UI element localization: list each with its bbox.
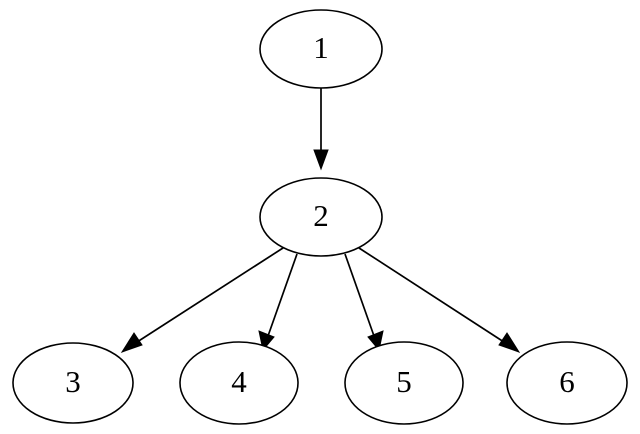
edge-2-to-6-line: [358, 247, 508, 345]
node-5-label: 5: [396, 364, 412, 399]
node-4-ellipse: [179, 341, 299, 425]
edge-2-to-3-line: [133, 247, 284, 345]
node-1[interactable]: 1: [259, 9, 383, 89]
edge-2-to-5-line: [344, 253, 375, 337]
edge-2-to-6[interactable]: [358, 247, 521, 353]
node-4-label: 4: [231, 364, 247, 399]
edge-2-to-3[interactable]: [120, 247, 284, 353]
node-5[interactable]: 5: [344, 341, 464, 425]
node-4[interactable]: 4: [179, 341, 299, 425]
node-6-ellipse: [506, 341, 628, 425]
node-group: 1 2 3 4 5 6: [12, 9, 628, 425]
node-2[interactable]: 2: [259, 177, 383, 257]
node-2-ellipse: [259, 177, 383, 257]
edge-2-to-6-arrowhead: [498, 332, 521, 353]
node-6-label: 6: [559, 364, 575, 399]
node-2-label: 2: [313, 198, 329, 233]
node-3-ellipse: [12, 342, 134, 424]
node-3[interactable]: 3: [12, 342, 134, 424]
node-1-label: 1: [313, 30, 329, 65]
edge-1-to-2-arrowhead: [313, 149, 329, 171]
edge-2-to-4-line: [267, 253, 298, 337]
node-5-ellipse: [344, 341, 464, 425]
node-6[interactable]: 6: [506, 341, 628, 425]
node-1-ellipse: [259, 9, 383, 89]
node-3-label: 3: [65, 364, 81, 399]
edge-1-to-2[interactable]: [313, 88, 329, 171]
edge-2-to-3-arrowhead: [120, 332, 143, 353]
